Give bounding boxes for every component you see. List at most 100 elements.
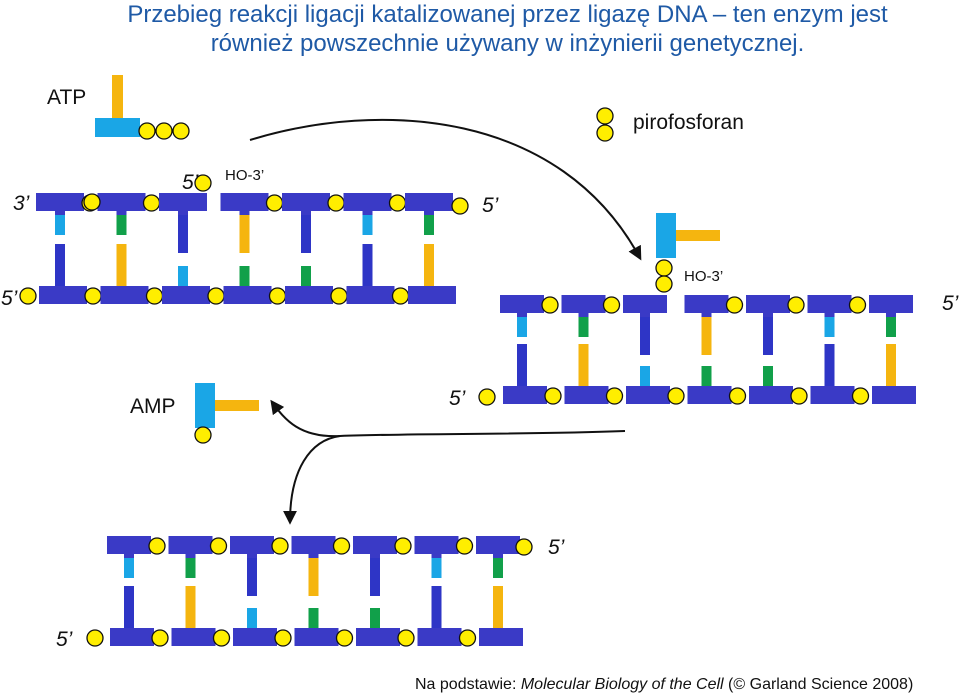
bottom-phosphate: [391, 287, 410, 305]
atp-molecule: [95, 75, 190, 140]
top-base: [362, 215, 373, 235]
pyrophosphate-2: [596, 124, 614, 142]
top-sugar: [343, 193, 392, 211]
top-phosphate: [148, 537, 166, 555]
top-stem: [185, 554, 196, 560]
bottom-sugar: [233, 628, 277, 646]
top-stem: [124, 554, 134, 560]
top-base: [824, 317, 835, 337]
credit-book-title: Molecular Biology of the Cell: [520, 676, 724, 693]
top-sugar: [107, 536, 151, 554]
bottom-phosphate: [207, 287, 225, 305]
top-base: [247, 558, 257, 596]
bottom-base: [301, 266, 311, 286]
top-stem: [55, 211, 65, 217]
bottom-phosphate: [84, 287, 102, 305]
bottom-sugar: [479, 628, 523, 646]
bottom-base: [640, 366, 650, 386]
top-base: [178, 215, 188, 253]
title-line-2: również powszechnie używany w inżynierii…: [210, 30, 805, 57]
top-base: [640, 317, 650, 355]
dna3-top-5prime-label: 5’: [548, 536, 565, 559]
bottom-sugar: [408, 286, 456, 304]
bottom-base: [701, 366, 712, 386]
end-phosphate: [86, 629, 104, 647]
top-phosphate: [327, 194, 345, 212]
bottom-sugar: [749, 386, 793, 404]
bottom-sugar: [110, 628, 154, 646]
top-phosphate: [541, 296, 559, 314]
top-sugar: [282, 193, 330, 211]
amp-sugar: [215, 400, 259, 411]
bottom-base: [247, 608, 257, 628]
top-sugar: [414, 536, 459, 554]
top-phosphate: [265, 194, 284, 212]
bottom-phosphate: [851, 387, 870, 405]
bottom-base: [55, 244, 65, 286]
top-base: [239, 215, 250, 253]
dna3-bottom-5prime-label: 5’: [56, 628, 73, 651]
top-sugar: [220, 193, 269, 211]
source-credit: Na podstawie: Molecular Biology of the C…: [415, 676, 913, 694]
top-sugar: [869, 295, 913, 313]
bottom-base: [362, 244, 373, 286]
top-sugar: [405, 193, 453, 211]
top-base: [763, 317, 773, 355]
dna-nicked: [19, 174, 469, 305]
bottom-phosphate: [458, 629, 477, 647]
amp-molecule: [194, 383, 259, 444]
bottom-base: [124, 586, 134, 628]
top-sugar: [746, 295, 790, 313]
bottom-phosphate: [790, 387, 808, 405]
top-base: [517, 317, 527, 337]
top-stem: [824, 313, 835, 319]
atp-phosphate-1: [138, 122, 156, 140]
pyrophosphate-label: pirofosforan: [633, 111, 744, 134]
bottom-phosphate: [397, 629, 415, 647]
top-base: [493, 558, 503, 578]
bottom-base: [578, 344, 589, 386]
dna1-nick-5prime-label: 5’: [182, 171, 199, 194]
top-base: [431, 558, 442, 578]
end-phosphate: [478, 388, 496, 406]
bottom-base: [178, 266, 188, 286]
top-base: [301, 215, 311, 253]
top-sugar: [36, 193, 84, 211]
bottom-phosphate: [151, 629, 169, 647]
top-base: [185, 558, 196, 578]
top-stem: [886, 313, 896, 319]
bottom-sugar: [872, 386, 916, 404]
top-stem: [247, 554, 257, 560]
bottom-sugar: [810, 386, 855, 404]
top-sugar: [807, 295, 852, 313]
top-stem: [640, 313, 650, 319]
end-phosphate: [83, 193, 101, 211]
top-phosphate: [455, 537, 474, 555]
bottom-base: [239, 266, 250, 286]
top-phosphate: [602, 296, 621, 314]
dna2-top-5prime-label: 5’: [942, 292, 959, 315]
top-stem: [763, 313, 773, 319]
top-sugar: [159, 193, 207, 211]
top-base: [55, 215, 65, 235]
diagram-title: Przebieg reakcji ligacji katalizowanej p…: [0, 0, 960, 58]
bottom-base: [886, 344, 896, 386]
bottom-sugar: [346, 286, 395, 304]
top-sugar: [623, 295, 667, 313]
top-base: [886, 317, 896, 337]
bottom-base: [431, 586, 442, 628]
top-phosphate: [725, 296, 744, 314]
arrow-amp-release: [270, 399, 626, 438]
bottom-phosphate: [268, 287, 287, 305]
amp-attached-base: [656, 213, 676, 258]
bottom-phosphate: [145, 287, 164, 305]
bottom-base: [763, 366, 773, 386]
bottom-sugar: [417, 628, 462, 646]
bottom-sugar: [39, 286, 87, 304]
top-base: [701, 317, 712, 355]
end-phosphate: [515, 538, 533, 556]
top-sugar: [97, 193, 146, 211]
top-phosphate: [209, 537, 228, 555]
top-stem: [362, 211, 373, 217]
bottom-base: [308, 608, 319, 628]
